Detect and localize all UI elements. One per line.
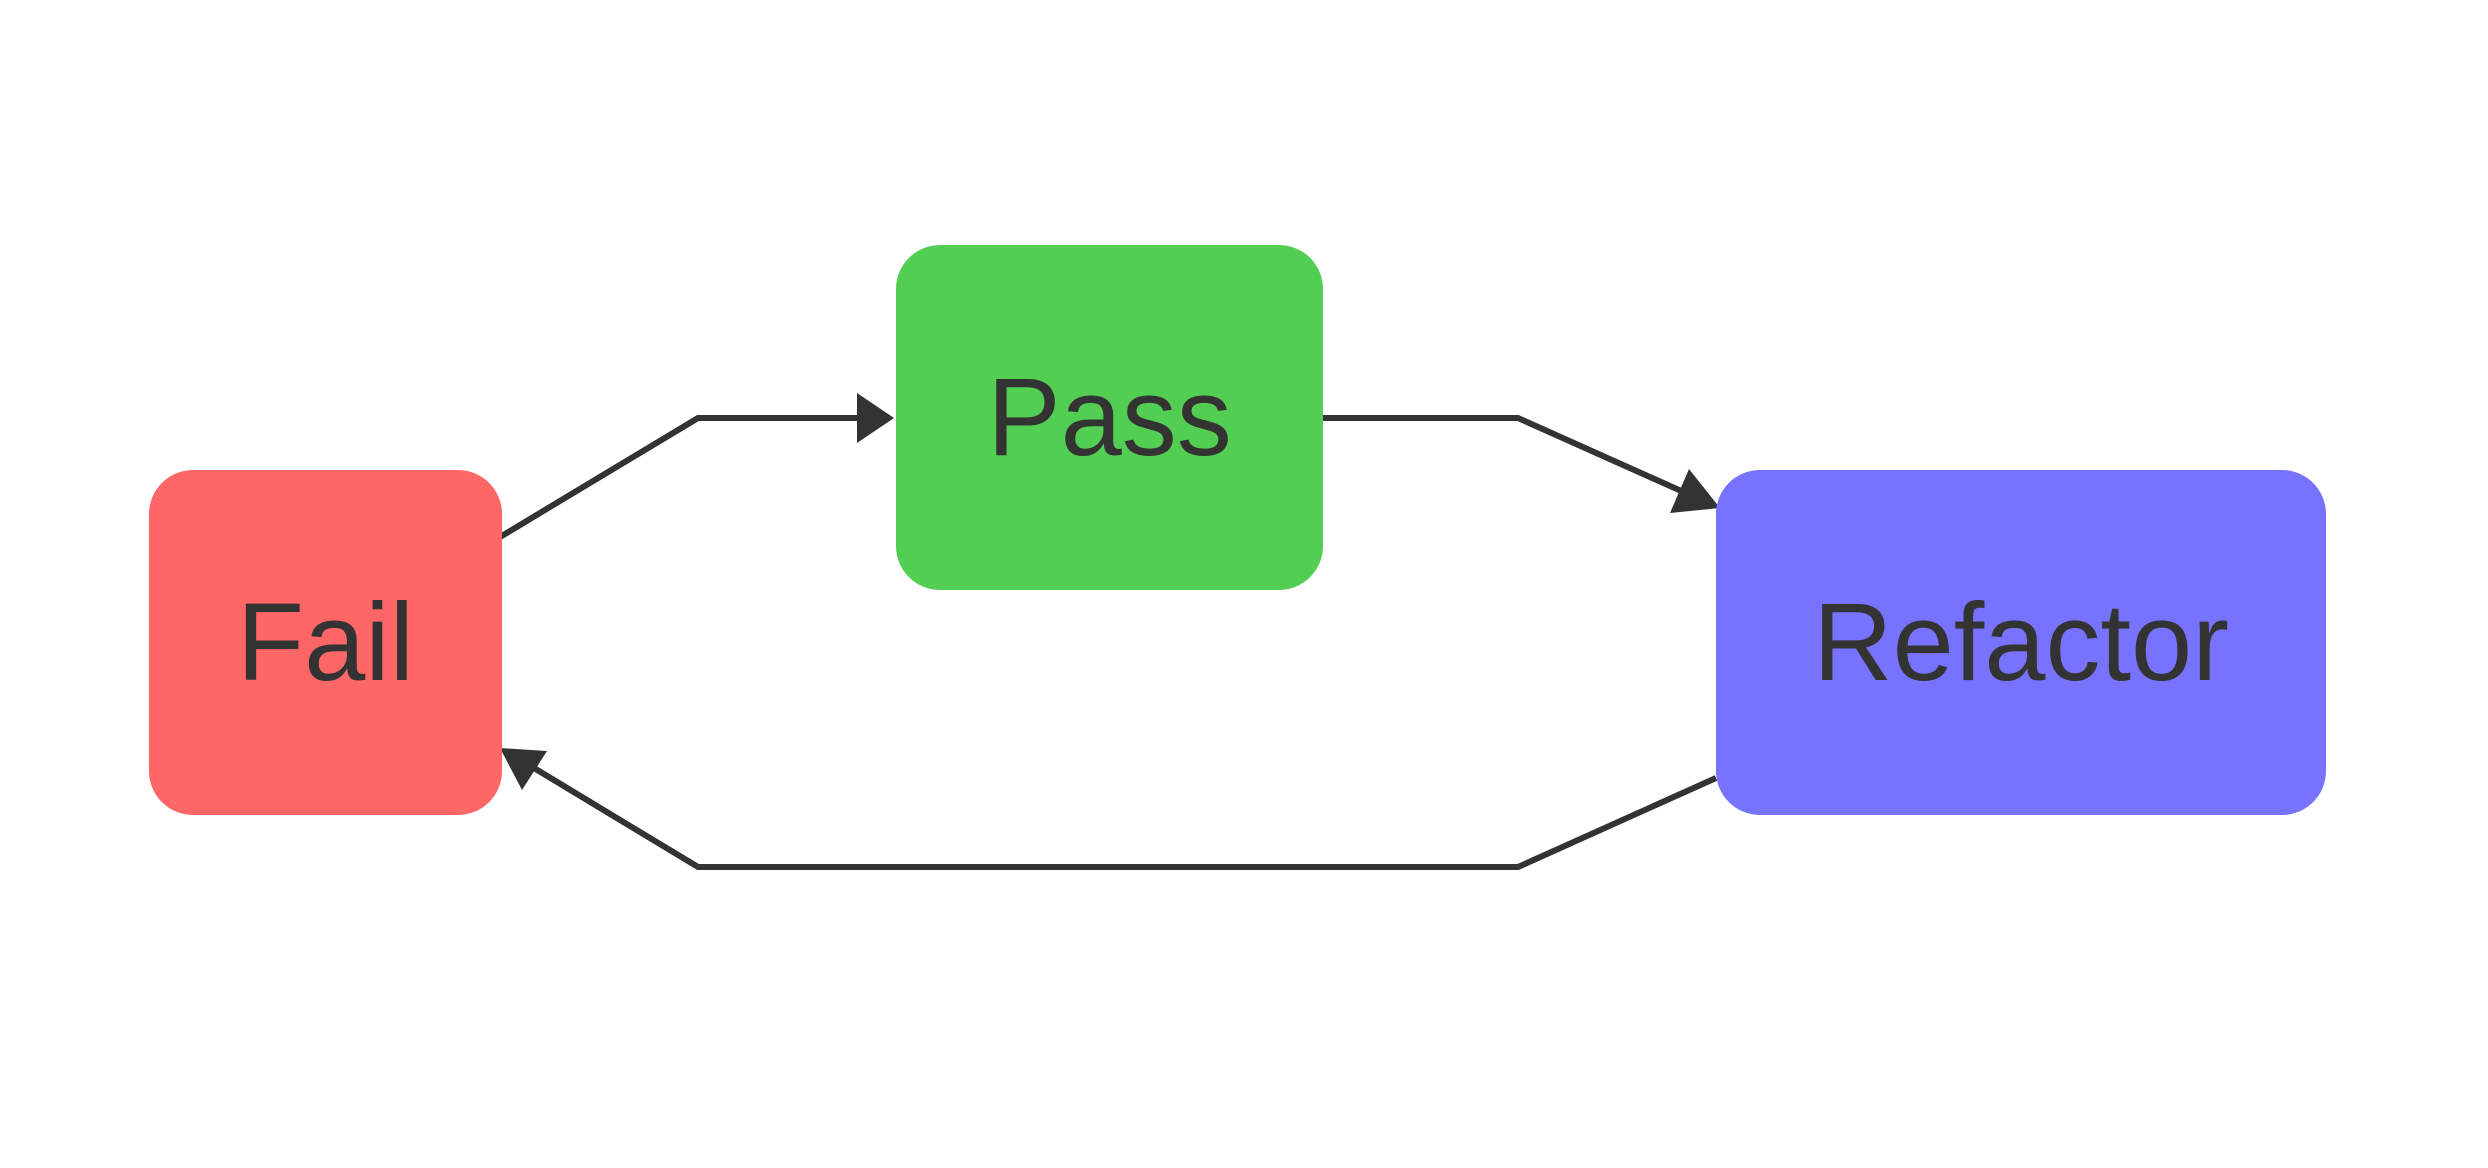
edge-pass-to-refactor: [1323, 415, 1720, 513]
node-pass-box: [896, 245, 1323, 590]
node-fail-box: [149, 470, 502, 815]
edge-fail-to-pass: [498, 393, 894, 540]
edge-line: [1323, 415, 1690, 497]
node-pass: Pass: [896, 245, 1323, 590]
arrow-head-icon: [500, 748, 547, 790]
edge-line: [498, 415, 864, 540]
node-refactor-box: [1716, 470, 2326, 815]
edge-line: [532, 765, 1718, 870]
arrow-head-icon: [1670, 469, 1720, 513]
arrow-head-icon: [857, 393, 894, 443]
node-fail: Fail: [149, 470, 502, 815]
node-fail-label: Fail: [237, 581, 414, 704]
node-pass-label: Pass: [987, 356, 1232, 479]
edge-refactor-to-fail: [500, 748, 1718, 870]
node-refactor: Refactor: [1716, 470, 2326, 815]
node-refactor-label: Refactor: [1813, 581, 2229, 704]
